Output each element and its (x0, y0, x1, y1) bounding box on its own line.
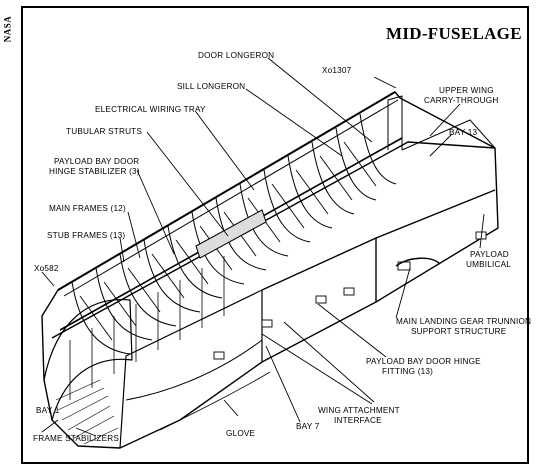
side-wall-top (51, 141, 496, 339)
label-bay-7: BAY 7 (296, 422, 320, 431)
electrical-wiring-tray (195, 209, 267, 259)
trunnion-structure (395, 257, 441, 267)
floor-hatching (55, 379, 119, 445)
fuselage-outline (41, 91, 499, 449)
label-pbd-hinge-stabilizer-line2: HINGE STABILIZER (3) (49, 167, 140, 176)
label-tubular-struts: TUBULAR STRUTS (66, 127, 143, 136)
label-xo1307: Xo1307 (322, 66, 352, 75)
bay13-bulkhead (387, 95, 403, 150)
label-bay-1: BAY 1 (36, 406, 60, 415)
label-pbd-hinge-fitting-line2: FITTING (13) (382, 367, 434, 376)
label-main-frames: MAIN FRAMES (12) (49, 204, 126, 213)
label-payload-umbilical-line1: PAYLOAD (470, 250, 509, 259)
label-glove: GLOVE (226, 429, 256, 438)
diagram-border (21, 6, 529, 464)
main-frames (71, 113, 397, 355)
bay1-end-frame (43, 298, 133, 421)
label-electrical-wiring-tray: ELECTRICAL WIRING TRAY (95, 105, 206, 114)
label-frame-stabilizers: FRAME STABILIZERS (33, 434, 120, 443)
label-wing-attachment-line2: INTERFACE (334, 416, 382, 425)
diagram-title: MID-FUSELAGE (386, 24, 522, 43)
label-bay-13: BAY 13 (449, 128, 478, 137)
label-pbd-hinge-fitting-line1: PAYLOAD BAY DOOR HINGE (366, 357, 481, 366)
label-mlg-trunnion-line1: MAIN LANDING GEAR TRUNNION (396, 317, 532, 326)
glove-curve (125, 339, 263, 401)
label-wing-attachment-line1: WING ATTACHMENT (318, 406, 400, 415)
leader-lines (41, 57, 485, 437)
label-pbd-hinge-stabilizer-line1: PAYLOAD BAY DOOR (54, 157, 140, 166)
label-upper-wing-line1: UPPER WING (439, 86, 494, 95)
label-stub-frames: STUB FRAMES (13) (47, 231, 126, 240)
stub-frames (69, 256, 225, 400)
label-sill-longeron: SILL LONGERON (177, 82, 246, 91)
label-upper-wing-line2: CARRY-THROUGH (424, 96, 499, 105)
door-longeron-rail (57, 91, 396, 291)
label-mlg-trunnion-line2: SUPPORT STRUCTURE (411, 327, 507, 336)
label-xo582: Xo582 (34, 264, 59, 273)
label-door-longeron: DOOR LONGERON (198, 51, 275, 60)
label-payload-umbilical-line2: UMBILICAL (466, 260, 512, 269)
hinge-fittings (213, 231, 487, 360)
